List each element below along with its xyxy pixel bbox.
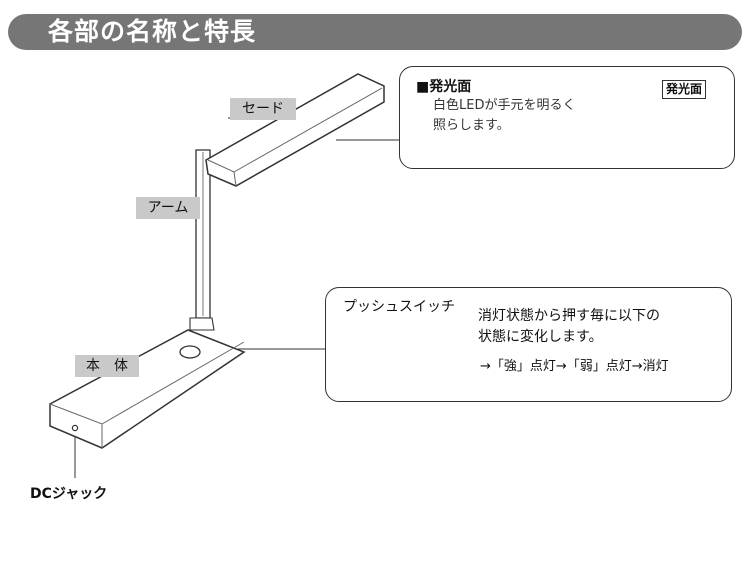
emitter-desc-1: 白色LEDが手元を明るく: [433, 98, 576, 113]
shade-label: セード: [230, 98, 296, 120]
dc-jack: [71, 424, 79, 432]
emitter-heading: ■発光面: [416, 79, 472, 95]
base-body: [49, 329, 246, 449]
dc-jack-label: DCジャック: [30, 486, 108, 502]
base-switch: [179, 345, 201, 359]
switch-cycle: →「強」点灯→「弱」点灯→消灯: [480, 359, 669, 374]
switch-callout: [325, 287, 732, 402]
title-bar: [8, 14, 742, 50]
body-label: 本 体: [75, 355, 139, 377]
switch-heading: プッシュスイッチ: [343, 299, 455, 315]
switch-desc-2: 状態に変化します。: [478, 329, 603, 345]
page-title: 各部の名称と特長: [48, 17, 257, 46]
switch-desc-1: 消灯状態から押す毎に以下の: [478, 308, 660, 324]
emitter-desc-2: 照らします。: [433, 118, 510, 133]
shade: [205, 73, 385, 187]
arm-label: アーム: [136, 197, 200, 219]
arm-joint: [189, 317, 215, 331]
emitter-inset-label: 発光面: [662, 80, 707, 99]
